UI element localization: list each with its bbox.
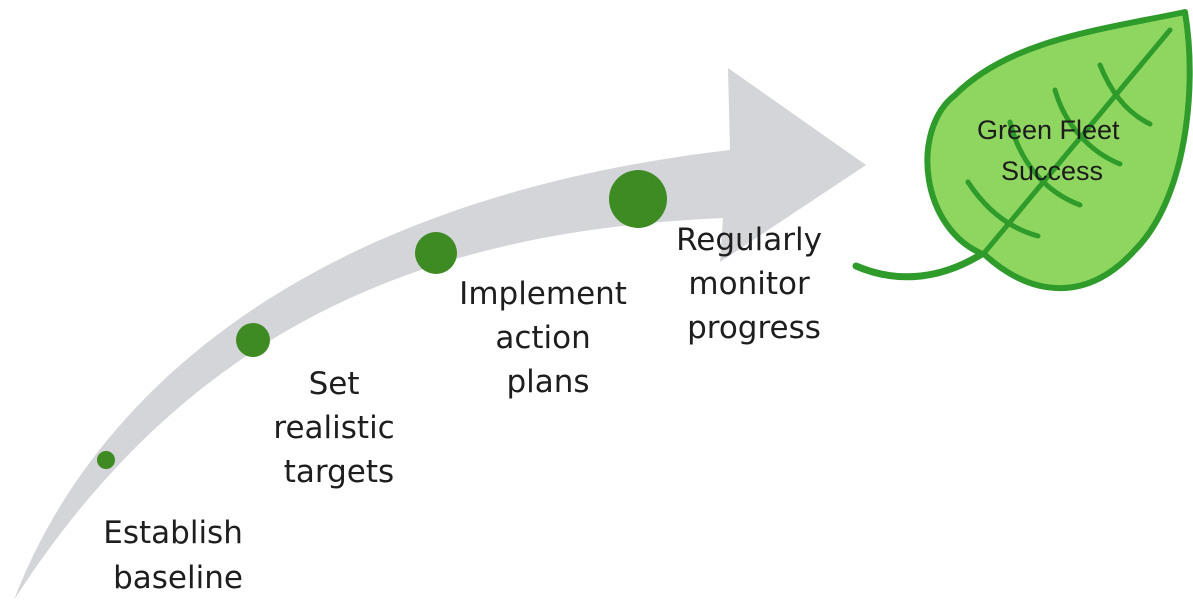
goal-label-line-2: Success — [1001, 156, 1103, 186]
step-dot-2 — [236, 323, 270, 357]
step-label-4-line-1: Regularly — [676, 222, 822, 258]
leaf-blade — [924, 9, 1193, 292]
step-label-1-line-2: baseline — [113, 560, 243, 596]
step-dot-3 — [415, 232, 457, 274]
step-label-4: Regularly monitor progress — [676, 222, 832, 346]
step-dot-1 — [97, 451, 115, 469]
step-label-2: Set realistic targets — [273, 366, 404, 490]
leaf-veins — [965, 27, 1173, 255]
step-label-2-line-2: realistic — [273, 410, 394, 446]
goal-label-line-1: Green Fleet — [977, 115, 1120, 145]
leaf-icon — [852, 9, 1193, 292]
step-label-1-line-1: Establish — [103, 515, 243, 551]
step-label-3-line-1: Implement — [459, 276, 627, 312]
leaf-stem — [852, 248, 989, 281]
goal-label: Green Fleet Success — [977, 115, 1127, 186]
step-label-4-line-2: monitor — [688, 266, 810, 302]
step-label-3: Implement action plans — [459, 276, 637, 400]
step-label-3-line-3: plans — [506, 364, 589, 400]
step-label-3-line-2: action — [495, 320, 590, 356]
step-label-4-line-3: progress — [687, 310, 821, 346]
step-label-2-line-1: Set — [309, 366, 360, 402]
step-dot-4 — [609, 170, 667, 228]
step-label-2-line-3: targets — [284, 454, 394, 490]
step-label-1: Establish baseline — [103, 515, 252, 596]
